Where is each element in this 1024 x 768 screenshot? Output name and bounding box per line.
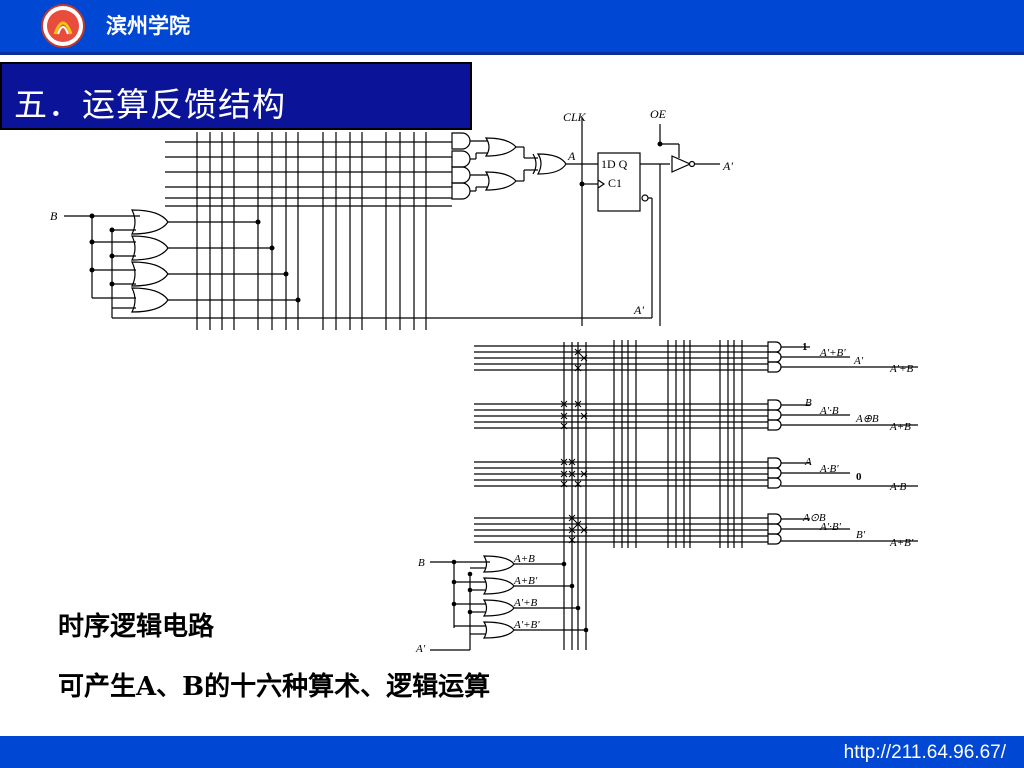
upper-left-or-gates — [64, 209, 298, 318]
g3-in2-label: A·B' — [819, 463, 839, 475]
circuit-diagram: B CLK OE A A' A' 1D Q C1 — [50, 107, 918, 655]
g4-out-label: A+B' — [889, 537, 914, 549]
lower-connection-marks — [560, 348, 588, 544]
tristate-buffer — [659, 124, 720, 326]
lower-vertical-lines — [563, 340, 743, 650]
or-label-2: A+B' — [513, 575, 538, 587]
node-a-label: A — [567, 149, 576, 163]
g4-in2-label: A'·B' — [819, 521, 842, 533]
g1-out-label: A'+B — [889, 363, 913, 375]
g2-in1-label: B — [805, 397, 812, 409]
slide-title-box: 五．运算反馈结构 — [0, 62, 472, 130]
g4-in1-label: A⊙B — [802, 512, 826, 524]
ff-bottom-label: C1 — [608, 176, 622, 190]
oe-label: OE — [650, 107, 667, 121]
output-a-label: A' — [722, 159, 733, 173]
footer-bar: http://211.64.96.67/ — [0, 736, 1024, 768]
upper-junctions — [89, 141, 663, 303]
lower-junctions — [451, 559, 589, 633]
g3-in1-label: A — [804, 456, 812, 468]
lower-or-gates — [430, 555, 586, 651]
upper-input-b-label: B — [50, 209, 58, 223]
lower-and-gates — [767, 341, 918, 545]
upper-horizontal-lines — [165, 141, 452, 207]
g4-in3-label: B' — [856, 529, 866, 541]
caption-line-2: 可产生A、B的十六种算术、逻辑运算 — [58, 672, 491, 702]
xor-gate — [516, 146, 598, 182]
g2-out-label: A+B — [889, 421, 911, 433]
flip-flop — [112, 118, 670, 326]
org-name: 滨州学院 — [106, 14, 190, 38]
g2-in3-label: A⊕B — [855, 413, 879, 425]
upper-or-gates — [470, 137, 517, 192]
upper-and-gates — [451, 132, 471, 200]
upper-vertical-lines — [196, 132, 427, 330]
clk-label: CLK — [563, 110, 587, 124]
or-label-3: A'+B — [513, 597, 537, 609]
header-bar: 滨州学院 — [0, 0, 1024, 55]
g1-in3-label: A' — [853, 355, 864, 367]
lower-horizontal-lines — [474, 345, 768, 543]
g2-in2-label: A'·B — [819, 405, 839, 417]
g1-in2-label: A'+B' — [819, 347, 846, 359]
or-label-1: A+B — [513, 553, 535, 565]
lower-input-a-label: A' — [415, 643, 426, 655]
or-label-4: A'+B' — [513, 619, 540, 631]
g3-in3-label: 0 — [856, 471, 862, 483]
ff-top-label: 1D Q — [601, 157, 628, 171]
caption-line-1: 时序逻辑电路 — [58, 612, 215, 642]
g3-out-label: A·B — [889, 481, 906, 493]
university-logo-icon — [41, 4, 85, 48]
g1-in1-label: 1 — [802, 341, 808, 353]
footer-url[interactable]: http://211.64.96.67/ — [843, 742, 1006, 763]
slide-title: 五．运算反馈结构 — [14, 85, 286, 124]
feedback-a-label: A' — [633, 303, 644, 317]
lower-input-b-label: B — [418, 557, 425, 569]
